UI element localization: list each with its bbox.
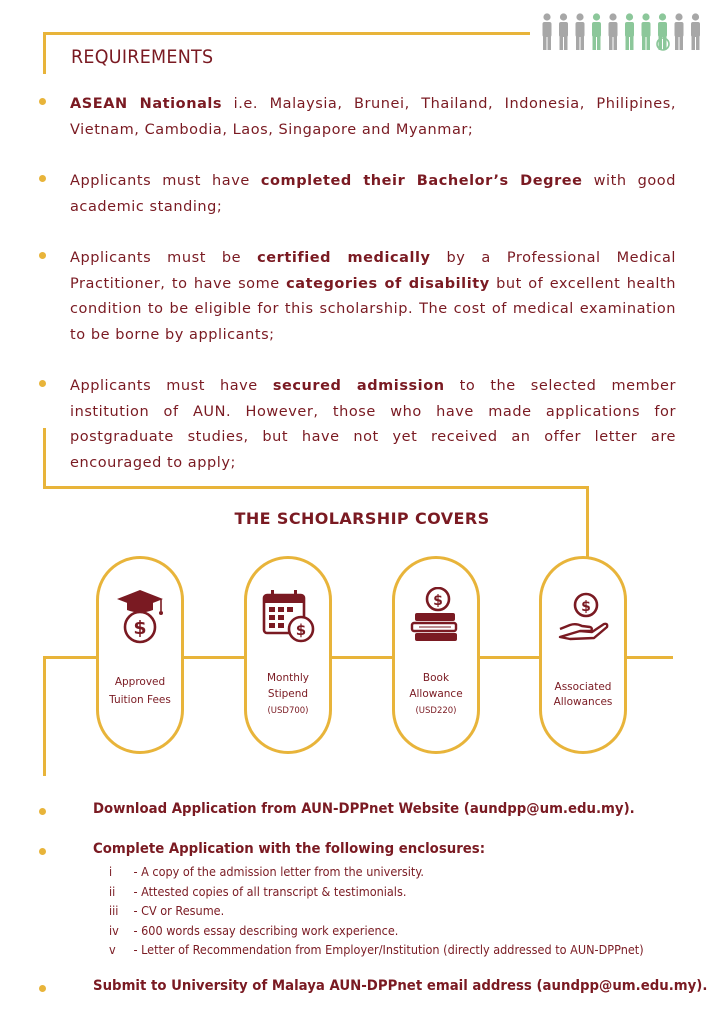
svg-text:$: $ (433, 593, 443, 609)
bullet (39, 98, 46, 105)
scholarship-covers-heading: THE SCHOLARSHIP COVERS (234, 509, 490, 528)
cover-amount: (USD700) (267, 706, 309, 716)
bullet (39, 380, 46, 387)
top-frame-line (43, 32, 530, 35)
cover-label-line1: Associated (554, 681, 612, 693)
people-with-disabilities-icon (542, 13, 700, 51)
graduation-cap-dollar-icon: $ (117, 590, 163, 644)
requirement-text: ASEAN Nationals i.e. Malaysia, Brunei, T… (70, 96, 676, 138)
mid-connector-vertical-left (43, 428, 46, 488)
bullet (39, 848, 46, 855)
mid-connector-vertical-right (586, 486, 589, 558)
cover-label-line2: Allowances (553, 696, 613, 708)
bullet (39, 808, 46, 815)
bullet (39, 985, 46, 992)
enclosure-item: iv- 600 words essay describing work expe… (109, 923, 399, 938)
bullet (39, 175, 46, 182)
requirement-item: ASEAN Nationals i.e. Malaysia, Brunei, T… (36, 92, 676, 143)
step-download-text: Download Application from AUN-DPPnet Web… (93, 801, 635, 817)
pills-connector-horizontal (43, 656, 673, 659)
mid-connector-horizontal (43, 486, 589, 489)
enclosure-item: ii- Attested copies of all transcript & … (109, 884, 407, 899)
step-complete: Complete Application with the following … (36, 841, 716, 857)
calendar-dollar-icon: $ (262, 590, 315, 643)
enclosures-list: i- A copy of the admission letter from t… (109, 863, 709, 961)
svg-text:$: $ (296, 621, 306, 639)
cover-label-line1: Monthly (266, 672, 310, 684)
requirement-text: Applicants must be certified medically b… (70, 250, 676, 343)
step-submit-text: Submit to University of Malaya AUN-DPPne… (93, 978, 708, 994)
requirement-text: Applicants must have secured admission t… (70, 378, 676, 471)
cover-item-tuition: $ Approved Tuition Fees (96, 556, 184, 754)
top-frame-left-line (43, 32, 46, 74)
cover-item-book: $ Book Allowance (USD220) (392, 556, 480, 754)
hand-coin-icon: $ (558, 592, 609, 641)
enclosure-item: i- A copy of the admission letter from t… (109, 865, 424, 879)
requirement-item: Applicants must have completed their Bac… (36, 169, 676, 220)
cover-label-line2: Allowance (409, 688, 463, 700)
cover-amount: (USD220) (415, 706, 457, 716)
svg-text:$: $ (581, 599, 591, 615)
books-dollar-icon: $ (410, 587, 458, 641)
enclosure-item: iii- CV or Resume. (109, 904, 225, 918)
svg-text:$: $ (133, 617, 146, 639)
requirement-item: Applicants must be certified medically b… (36, 246, 676, 348)
enclosure-item: v- Letter of Recommendation from Employe… (109, 943, 644, 957)
requirements-heading: REQUIREMENTS (71, 46, 214, 68)
cover-label-line2: Tuition Fees (109, 694, 171, 706)
step-download: Download Application from AUN-DPPnet Web… (36, 801, 716, 817)
cover-item-stipend: $ Monthly Stipend (USD700) (244, 556, 332, 754)
cover-label-line1: Book (422, 672, 450, 684)
requirement-text: Applicants must have completed their Bac… (70, 173, 676, 215)
bullet (39, 252, 46, 259)
cover-label-line2: Stipend (267, 688, 309, 700)
pills-connector-vertical-left (43, 656, 46, 776)
step-submit: Submit to University of Malaya AUN-DPPne… (36, 978, 716, 994)
cover-label-line1: Approved (114, 676, 166, 688)
requirement-item: Applicants must have secured admission t… (36, 374, 676, 476)
cover-item-associated: $ Associated Allowances (539, 556, 627, 754)
requirements-list: ASEAN Nationals i.e. Malaysia, Brunei, T… (36, 92, 676, 502)
step-complete-text: Complete Application with the following … (93, 841, 486, 857)
